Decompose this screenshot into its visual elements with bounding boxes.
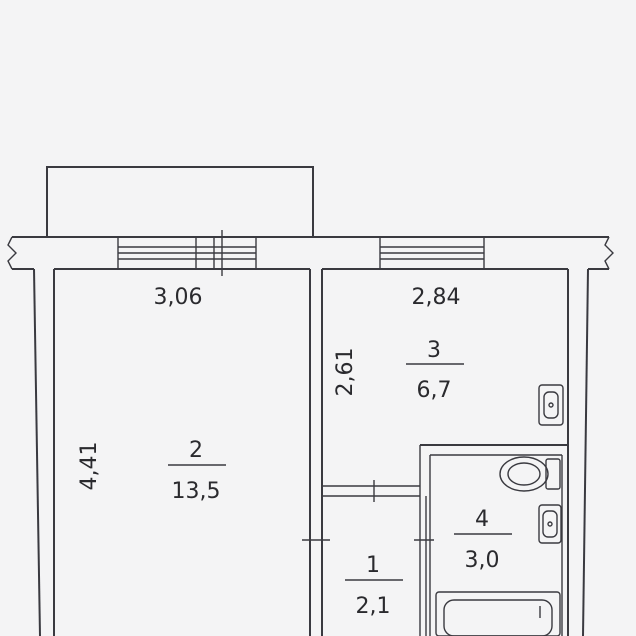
- doorway-room3: [322, 480, 420, 502]
- room-1-label: 1 2,1: [345, 553, 403, 619]
- right-wall: [567, 268, 589, 636]
- room-3-label: 3 6,7: [406, 338, 464, 403]
- sink-icon: [538, 384, 564, 426]
- room-2-label: 2 13,5: [168, 438, 226, 504]
- bathtub-icon: [435, 591, 561, 636]
- dimension-room2-width: 3,06: [154, 285, 203, 310]
- partition-room2: [309, 269, 323, 636]
- dimension-room3-width: 2,84: [412, 285, 461, 310]
- sink-icon: [538, 504, 562, 544]
- left-wall: [33, 268, 55, 636]
- room-area: 3,0: [465, 548, 500, 573]
- toilet-icon: [499, 456, 561, 492]
- room-number: 2: [189, 438, 203, 463]
- bathroom-walls: [419, 444, 568, 636]
- facade-wall: [7, 236, 614, 270]
- window-right: [379, 236, 485, 270]
- room-area: 13,5: [172, 479, 221, 504]
- room-number: 3: [427, 338, 441, 363]
- balcony: [46, 166, 314, 238]
- dimension-room2-depth: 4,41: [77, 442, 102, 491]
- room-4-label: 4 3,0: [454, 507, 512, 573]
- partition-corridor: [414, 486, 434, 636]
- dimension-room3-depth: 2,61: [333, 348, 358, 397]
- room-area: 2,1: [356, 594, 391, 619]
- room-area: 6,7: [417, 378, 452, 403]
- room-number: 4: [475, 507, 489, 532]
- window-left: [117, 230, 257, 276]
- room-number: 1: [366, 553, 380, 578]
